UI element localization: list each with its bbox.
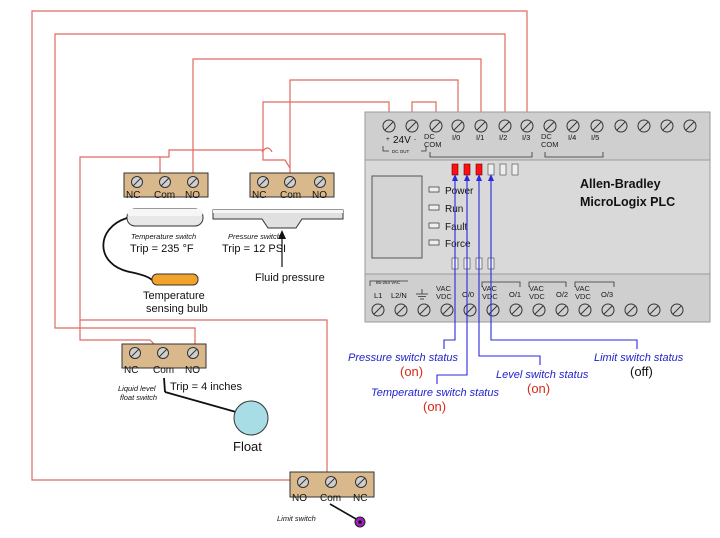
led-input-1	[463, 163, 471, 176]
plc-status-lights	[428, 186, 440, 246]
temp-switch-caption: Temperature switch	[131, 232, 196, 241]
plc-o1-label: O/1	[509, 290, 521, 299]
press-com-label: Com	[280, 190, 301, 201]
wire-24v-supply	[159, 101, 390, 179]
float-label: Float	[233, 439, 262, 454]
pressure-status-value: (on)	[400, 364, 423, 379]
plc-bottom-terminals	[371, 303, 684, 317]
plc-dc-com-label-1: DC COM	[424, 133, 442, 149]
plc-vac-vdc-label-0: VAC VDC	[436, 285, 452, 301]
temperature-status-value: (on)	[423, 399, 446, 414]
ground-symbol	[416, 289, 428, 300]
led-input-3	[487, 163, 495, 176]
plc-24v-label: 24V	[393, 135, 411, 146]
temp-bulb-label-1: Temperature	[143, 290, 205, 302]
led-input-2	[475, 163, 483, 176]
temperature-status-label: Temperature switch status	[371, 387, 499, 399]
temp-switch-trip: Trip = 235 °F	[130, 243, 194, 255]
plc-i4-label: I/4	[568, 133, 576, 142]
level-status-value: (on)	[527, 381, 550, 396]
limit-nc-label: NC	[353, 493, 367, 504]
led-input-4	[499, 163, 507, 176]
press-no-label: NO	[312, 190, 327, 201]
plc-i1-label: I/1	[476, 133, 484, 142]
level-no-label: NO	[185, 365, 200, 376]
plc-i0-label: I/0	[452, 133, 460, 142]
level-switch: NC Com NO Liquid level float switch Trip…	[118, 343, 269, 454]
plc-minus-mark: -	[414, 136, 416, 143]
plc-vac-vdc-label-3: VAC VDC	[575, 285, 591, 301]
float-ball	[233, 400, 269, 436]
wire-common-bus	[79, 156, 328, 480]
level-com-label: Com	[153, 365, 174, 376]
plc-vac-vdc-label-2: VAC VDC	[529, 285, 545, 301]
limit-status-label: Limit switch status	[594, 352, 684, 364]
status-force-label: Force	[445, 239, 471, 250]
temperature-bulb	[151, 273, 199, 286]
status-pointers	[436, 174, 638, 384]
level-status-label: Level switch status	[496, 369, 589, 381]
plc-i3-label: I/3	[522, 133, 530, 142]
temp-bulb-label-2: sensing bulb	[146, 303, 208, 315]
plc-top-terminals	[382, 119, 697, 133]
plc-ac-supply-label: 85-264 VAC	[376, 280, 401, 285]
wire-pressure-com	[262, 150, 291, 169]
level-caption-2: float switch	[120, 393, 157, 402]
pressure-switch-caption: Pressure switch	[228, 232, 281, 241]
plc-unit: + 24V - DC OUT DC COM I/0 I/1 I/2 I/3 DC…	[364, 111, 711, 323]
level-caption-1: Liquid level	[118, 384, 156, 393]
pressure-switch: NC Com NO Pressure switch Trip = 12 PSI …	[212, 172, 344, 284]
plc-l1-label: L1	[374, 291, 382, 300]
level-nc-label: NC	[124, 365, 138, 376]
wire-temperature-switch	[192, 58, 482, 178]
plc-o2-label: O/2	[556, 290, 568, 299]
pressure-switch-trip: Trip = 12 PSI	[222, 243, 286, 255]
fluid-pressure-label: Fluid pressure	[255, 272, 325, 284]
plc-model: MicroLogix PLC	[580, 195, 675, 209]
limit-switch-caption: Limit switch	[277, 514, 316, 523]
plc-dc-com-label-2: DC COM	[541, 133, 559, 149]
plc-plus-mark: +	[386, 136, 390, 143]
status-run-label: Run	[445, 204, 463, 215]
input-status-leds	[451, 163, 519, 176]
level-switch-trip: Trip = 4 inches	[170, 381, 243, 393]
status-annotations: Pressure switch status (on) Temperature …	[348, 352, 684, 414]
limit-no-label: NO	[292, 493, 307, 504]
led-input-5	[511, 163, 519, 176]
press-nc-label: NC	[252, 190, 266, 201]
plc-i5-label: I/5	[591, 133, 599, 142]
plc-o0-label: O/0	[462, 290, 474, 299]
plc-l2n-label: L2/N	[391, 291, 407, 300]
plc-vac-vdc-label-1: VAC VDC	[482, 285, 498, 301]
limit-status-value: (off)	[630, 364, 653, 379]
wire-level-switch	[54, 33, 506, 347]
limit-switch: NO Com NC Limit switch	[277, 471, 375, 528]
temp-no-label: NO	[185, 190, 200, 201]
temperature-switch: NC Com NO Temperature switch Trip = 235 …	[102, 172, 209, 315]
plc-i2-label: I/2	[499, 133, 507, 142]
wire-pressure-switch	[289, 79, 459, 178]
temp-com-label: Com	[154, 190, 175, 201]
status-power-label: Power	[445, 186, 474, 197]
limit-com-label: Com	[320, 493, 341, 504]
pressure-status-label: Pressure switch status	[348, 352, 459, 364]
temp-nc-label: NC	[126, 190, 140, 201]
plc-brand: Allen-Bradley	[580, 177, 661, 191]
status-fault-label: Fault	[445, 222, 467, 233]
plc-o3-label: O/3	[601, 290, 613, 299]
plc-dc-out-label: DC OUT	[392, 149, 409, 154]
led-input-0	[451, 163, 459, 176]
